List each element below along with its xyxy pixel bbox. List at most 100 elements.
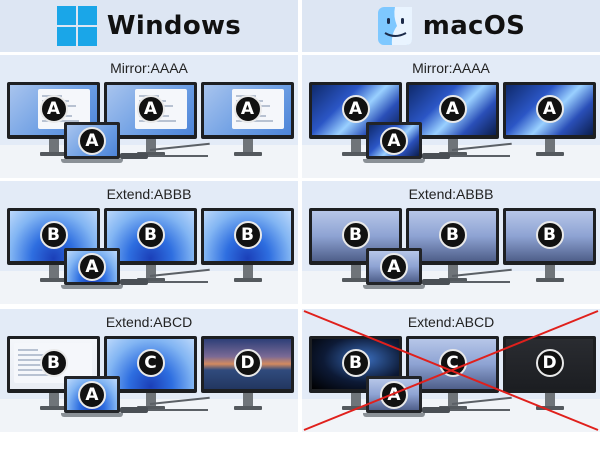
display-label-badge: B (39, 221, 68, 249)
monitor-stand-base (438, 406, 467, 410)
monitor-stand-neck (145, 265, 156, 279)
monitor-stand-base (39, 406, 68, 410)
monitor-stand-neck (242, 139, 253, 153)
cable (450, 281, 510, 283)
display-label-badge: C (438, 349, 467, 377)
laptop-base (61, 285, 123, 289)
finder-logo-icon (377, 6, 413, 46)
external-monitor (503, 336, 596, 393)
monitor-stand-neck (350, 393, 361, 407)
monitor-stand-base (535, 152, 564, 156)
monitor-stand-neck (544, 139, 555, 153)
monitor-stand-neck (145, 393, 156, 407)
monitor-stand-base (39, 278, 68, 282)
display-label-badge: A (438, 95, 467, 123)
monitor-stand-base (438, 278, 467, 282)
windows-header: Windows (0, 0, 298, 52)
monitor-stand-neck (145, 139, 156, 153)
panel-caption: Extend:ABBB (106, 186, 192, 202)
monitor-stand-base (438, 152, 467, 156)
monitor-stand-base (535, 406, 564, 410)
usb-hub (422, 153, 450, 159)
laptop-base (61, 413, 123, 417)
display-label-badge: D (535, 349, 564, 377)
monitor-stand-neck (48, 265, 59, 279)
monitor-stand-neck (544, 265, 555, 279)
usb-hub (120, 407, 148, 413)
monitor-stand-base (233, 406, 262, 410)
monitor-stand-neck (447, 393, 458, 407)
laptop-base (363, 413, 425, 417)
display-label-badge: A (341, 95, 370, 123)
monitor-stand-base (341, 278, 370, 282)
monitor-stand-base (136, 278, 165, 282)
laptop-base (363, 285, 425, 289)
cable (148, 409, 208, 411)
monitor-stand-neck (447, 265, 458, 279)
monitor-stand-neck (242, 265, 253, 279)
cable (148, 281, 208, 283)
display-label-badge: D (233, 349, 262, 377)
monitor-stand-neck (48, 139, 59, 153)
panel-caption: Mirror:AAAA (110, 60, 188, 76)
monitor-stand-base (136, 406, 165, 410)
monitor-stand-neck (544, 393, 555, 407)
display-label-badge: A (380, 253, 408, 281)
monitor-stand-base (341, 152, 370, 156)
display-label-badge: A (136, 95, 165, 123)
display-label-badge: A (380, 381, 408, 409)
laptop-base (61, 159, 123, 163)
display-label-badge: B (233, 221, 262, 249)
windows-title: Windows (106, 11, 242, 41)
monitor-stand-base (341, 406, 370, 410)
panel-caption: Extend:ABBB (408, 186, 494, 202)
windows-logo-icon (56, 6, 97, 46)
display-label-badge: A (380, 127, 408, 155)
usb-hub (422, 407, 450, 413)
cable (450, 155, 510, 157)
external-monitor (406, 82, 499, 139)
display-label-badge: A (78, 253, 106, 281)
monitor-stand-base (535, 278, 564, 282)
display-label-badge: B (39, 349, 68, 377)
panel-caption: Extend:ABCD (105, 314, 193, 330)
display-label-badge: B (535, 221, 564, 249)
cross-line (303, 310, 599, 431)
cable (450, 409, 510, 411)
display-label-badge: A (233, 95, 262, 123)
usb-hub (422, 279, 450, 285)
monitor-stand-neck (242, 393, 253, 407)
monitor-stand-base (136, 152, 165, 156)
macos-title: macOS (422, 11, 526, 41)
display-panel-mac-extend-abcd: Extend:ABCD B C D A (302, 309, 600, 432)
panel-caption: Mirror:AAAA (412, 60, 490, 76)
display-label-badge: A (39, 95, 68, 123)
display-label-badge: C (136, 349, 165, 377)
usb-hub (120, 279, 148, 285)
display-label-badge: B (341, 221, 370, 249)
cable (148, 155, 208, 157)
panel-caption: Extend:ABCD (407, 314, 495, 330)
monitor-stand-neck (350, 265, 361, 279)
display-label-badge: B (341, 349, 370, 377)
unsupported-cross-icon (303, 310, 599, 431)
monitor-stand-neck (48, 393, 59, 407)
monitor-screen (107, 85, 194, 135)
display-panel-win-extend-abcd: Extend:ABCD B C D A (0, 309, 298, 432)
display-label-badge: B (136, 221, 165, 249)
display-label-badge: A (78, 381, 106, 409)
macos-header: macOS (302, 0, 600, 52)
display-label-badge: A (78, 127, 106, 155)
display-label-badge: A (535, 95, 564, 123)
laptop-base (363, 159, 425, 163)
monitor-stand-neck (350, 139, 361, 153)
usb-hub (120, 153, 148, 159)
monitor-stand-base (233, 278, 262, 282)
display-label-badge: B (438, 221, 467, 249)
monitor-stand-neck (447, 139, 458, 153)
